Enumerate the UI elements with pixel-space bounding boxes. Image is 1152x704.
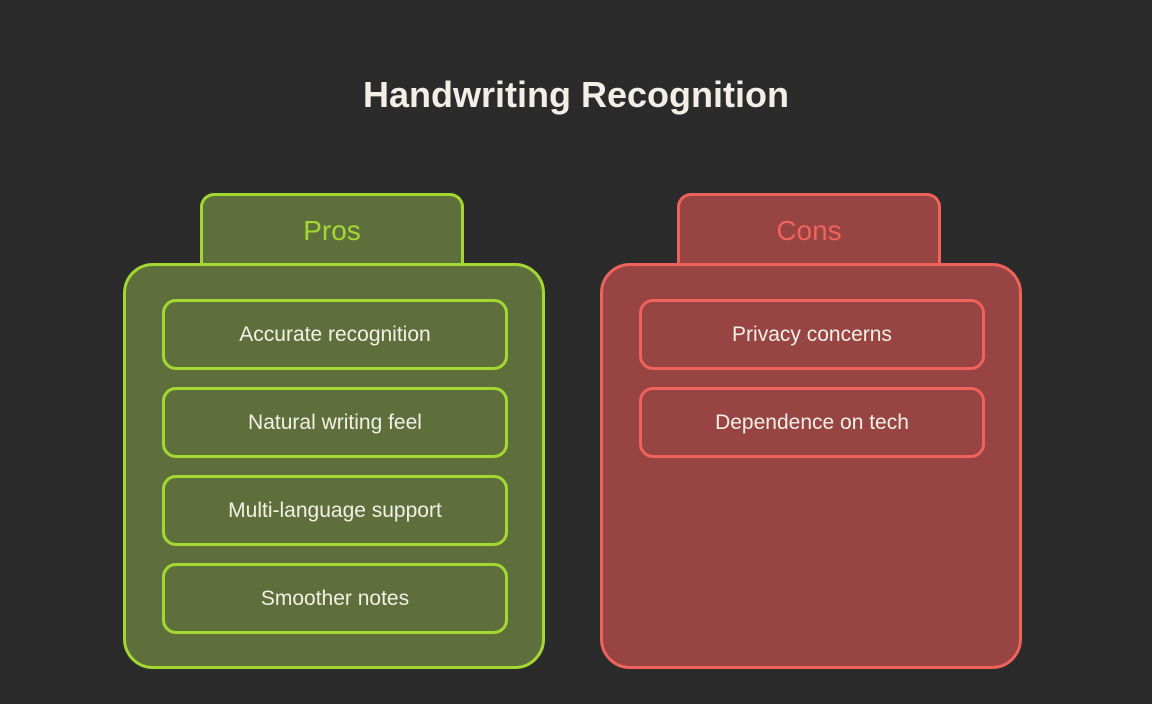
pros-item: Multi-language support — [162, 475, 508, 546]
pros-item: Natural writing feel — [162, 387, 508, 458]
cons-item: Dependence on tech — [639, 387, 985, 458]
cons-item: Privacy concerns — [639, 299, 985, 370]
cons-panel: Privacy concerns Dependence on tech — [600, 263, 1022, 669]
pros-panel: Accurate recognition Natural writing fee… — [123, 263, 545, 669]
pros-header: Pros — [200, 193, 464, 273]
pros-item: Smoother notes — [162, 563, 508, 634]
cons-header: Cons — [677, 193, 941, 273]
diagram-title: Handwriting Recognition — [363, 74, 789, 115]
pros-item: Accurate recognition — [162, 299, 508, 370]
